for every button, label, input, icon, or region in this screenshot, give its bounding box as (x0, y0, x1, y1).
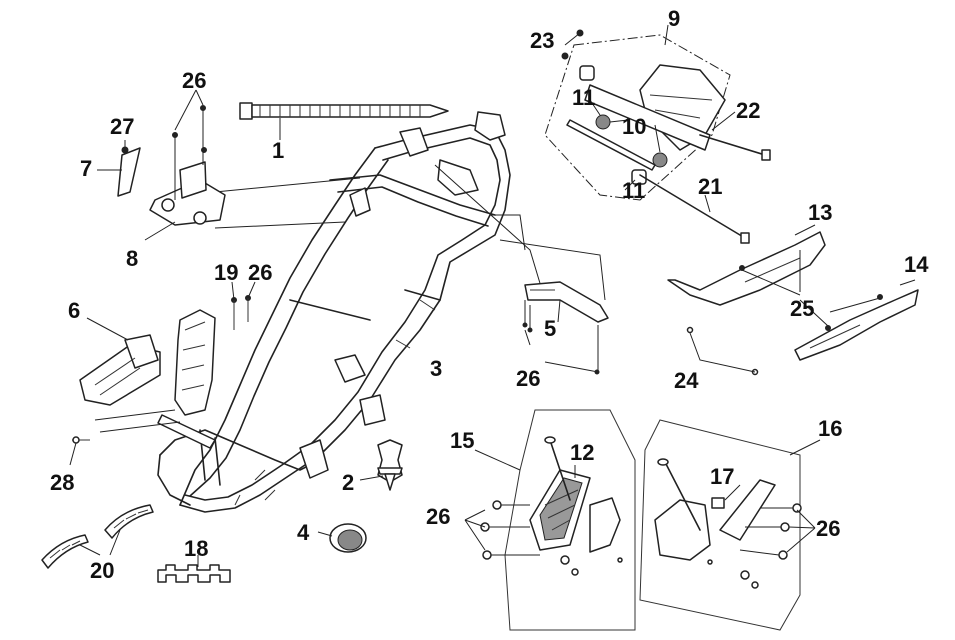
label-27: 27 (110, 114, 134, 139)
label-3: 3 (430, 356, 442, 381)
label-16: 16 (818, 416, 842, 441)
part-13-14-brackets (667, 224, 919, 376)
label-12: 12 (570, 440, 594, 465)
label-14: 14 (904, 252, 929, 277)
label-26-right-bottom: 26 (816, 516, 840, 541)
label-7: 7 (80, 156, 92, 181)
label-11-top: 11 (572, 85, 595, 110)
label-26-left-bottom: 26 (426, 504, 450, 529)
label-20: 20 (90, 558, 114, 583)
part-1-cable-tie (239, 102, 449, 140)
part-7-8-bracket (97, 89, 226, 241)
part-18-holder (157, 555, 231, 583)
label-19: 19 (214, 260, 238, 285)
label-26-top: 26 (182, 68, 206, 93)
label-5: 5 (544, 316, 556, 341)
label-25: 25 (790, 296, 814, 321)
label-28: 28 (50, 470, 74, 495)
label-4: 4 (297, 520, 310, 545)
label-22: 22 (736, 98, 760, 123)
label-18: 18 (184, 536, 208, 561)
label-15: 15 (450, 428, 474, 453)
label-10: 10 (622, 114, 646, 139)
label-2: 2 (342, 470, 354, 495)
label-21: 21 (698, 174, 722, 199)
part-19-bolt (231, 281, 256, 330)
part-16-footboard-bracket-right (639, 419, 821, 631)
part-labels: 1 2 3 4 5 6 7 8 9 10 11 11 12 13 14 15 1… (50, 6, 929, 583)
part-9-carrier-assembly (544, 24, 771, 244)
label-23: 23 (530, 28, 554, 53)
label-26-right-mid: 26 (516, 366, 540, 391)
label-24: 24 (674, 368, 699, 393)
label-8: 8 (126, 246, 138, 271)
part-15-footboard-bracket-left (464, 409, 636, 631)
part-20-strips (41, 504, 154, 569)
label-17: 17 (710, 464, 734, 489)
part-2-clip (359, 439, 403, 491)
part-4-cap (317, 523, 367, 553)
label-6: 6 (68, 298, 80, 323)
part-5-bracket (522, 281, 609, 375)
label-1: 1 (272, 138, 284, 163)
label-26-mid: 26 (248, 260, 272, 285)
label-9: 9 (668, 6, 680, 31)
label-11-bottom: 11 (622, 178, 645, 203)
part-6-front-bracket (69, 317, 181, 466)
label-13: 13 (808, 200, 832, 225)
